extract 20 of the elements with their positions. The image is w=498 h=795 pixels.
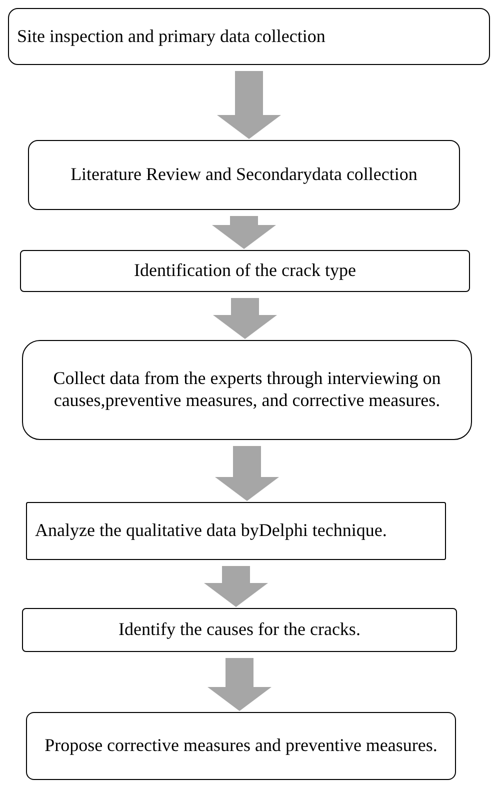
block-arrow bbox=[212, 216, 276, 249]
process-box bbox=[20, 250, 470, 292]
block-arrow bbox=[213, 298, 277, 339]
process-box bbox=[22, 608, 457, 652]
process-box bbox=[26, 712, 456, 780]
step-text: Identification of the crack type bbox=[133, 260, 357, 282]
process-box bbox=[8, 8, 490, 65]
block-arrow bbox=[208, 658, 272, 711]
step-text: Analyze the qualitative data byDelphi technique. bbox=[35, 520, 388, 542]
block-arrow bbox=[204, 566, 268, 607]
process-box bbox=[26, 502, 446, 560]
step-text: Site inspection and primary data collection bbox=[17, 26, 326, 48]
block-arrow bbox=[215, 446, 279, 501]
step-text: Propose corrective measures and preventive measures. bbox=[44, 735, 438, 757]
process-box bbox=[22, 340, 472, 440]
step-text: Identify the causes for the cracks. bbox=[118, 619, 362, 641]
step-text: Literature Review and Secondarydata collection bbox=[70, 164, 418, 186]
block-arrow bbox=[217, 71, 281, 139]
process-box bbox=[28, 140, 460, 210]
step-text: Collect data from the experts through interviewing on causes,preventive measures, and corrective measures. bbox=[52, 368, 442, 412]
